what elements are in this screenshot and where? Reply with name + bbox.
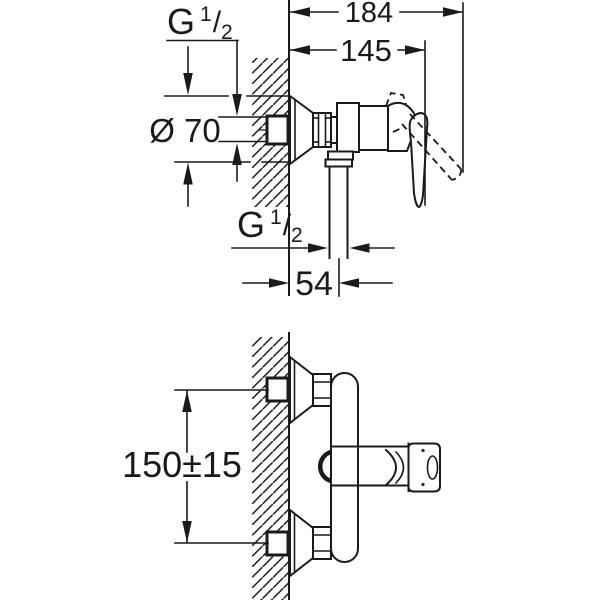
arrow-right	[308, 243, 328, 253]
dim-145-text: 145	[340, 33, 392, 68]
outlet-elbow	[327, 150, 354, 161]
arrow-right	[269, 278, 289, 288]
raised-lever-edge	[409, 113, 462, 170]
mixer-body-capsule	[330, 372, 359, 563]
raised-lever-edge	[401, 123, 453, 181]
knob-detail-dot	[421, 448, 425, 453]
cartridge-back-crescent	[318, 449, 332, 484]
dim-184-text: 184	[345, 0, 393, 29]
thread-denominator: 2	[291, 224, 303, 247]
lower-hex-nut	[312, 526, 332, 560]
upper-hex-nut	[312, 373, 332, 407]
upper-union-square	[265, 376, 290, 403]
dim-outlet-offset-54: 54	[242, 258, 393, 303]
raised-handle-outline	[385, 91, 407, 107]
thread-numerator: 1	[270, 206, 282, 229]
outlet-collar	[324, 158, 353, 168]
thread-numerator: 1	[200, 3, 212, 26]
arrow-right	[443, 7, 463, 17]
dim-body-depth-145: 145	[289, 33, 426, 206]
arrow-right	[405, 45, 425, 55]
thread-slash: /	[213, 6, 222, 39]
arrow-up	[182, 390, 192, 412]
raised-handle-underside	[392, 126, 405, 133]
thread-letter: G	[167, 1, 195, 42]
dim-54-text: 54	[295, 265, 333, 303]
handle-front-view	[330, 442, 441, 493]
arrow-down	[183, 73, 193, 95]
arrow-up	[183, 162, 193, 185]
handle-dome-arc	[384, 448, 397, 487]
knob-detail-dot	[421, 482, 425, 487]
arrow-down	[182, 521, 192, 543]
arrow-left	[290, 45, 310, 55]
lever-handle-raised-dashed	[385, 91, 462, 181]
thread-denominator: 2	[221, 21, 233, 44]
dim-70-text: Ø 70	[149, 112, 221, 149]
arrow-down	[232, 94, 242, 116]
arrow-left	[290, 7, 310, 17]
thread-letter: G	[237, 204, 265, 245]
arrow-up	[232, 143, 242, 165]
bottom-view	[252, 332, 441, 600]
thread-slash: /	[283, 209, 292, 242]
arrow-left	[349, 243, 370, 253]
dim-connection-spacing-150: 150±15	[122, 389, 269, 544]
wall-hatch-bottom-view	[252, 337, 289, 600]
inlet-union-square	[265, 114, 290, 146]
handle-dome-arc-inner	[394, 450, 405, 485]
dim-escutcheon-70: Ø 70	[149, 46, 290, 207]
arrow-left	[339, 278, 359, 288]
mixer-body-cartridge-block	[358, 105, 389, 151]
mixer-body-front-block	[336, 102, 360, 153]
top-view	[252, 0, 462, 296]
handle-knob-face-oval	[426, 455, 439, 480]
lower-union-square	[265, 530, 290, 557]
dim-150-text: 150±15	[122, 444, 242, 485]
dim-total-depth-184: 184	[289, 0, 464, 173]
raised-lever-tip	[451, 168, 462, 181]
